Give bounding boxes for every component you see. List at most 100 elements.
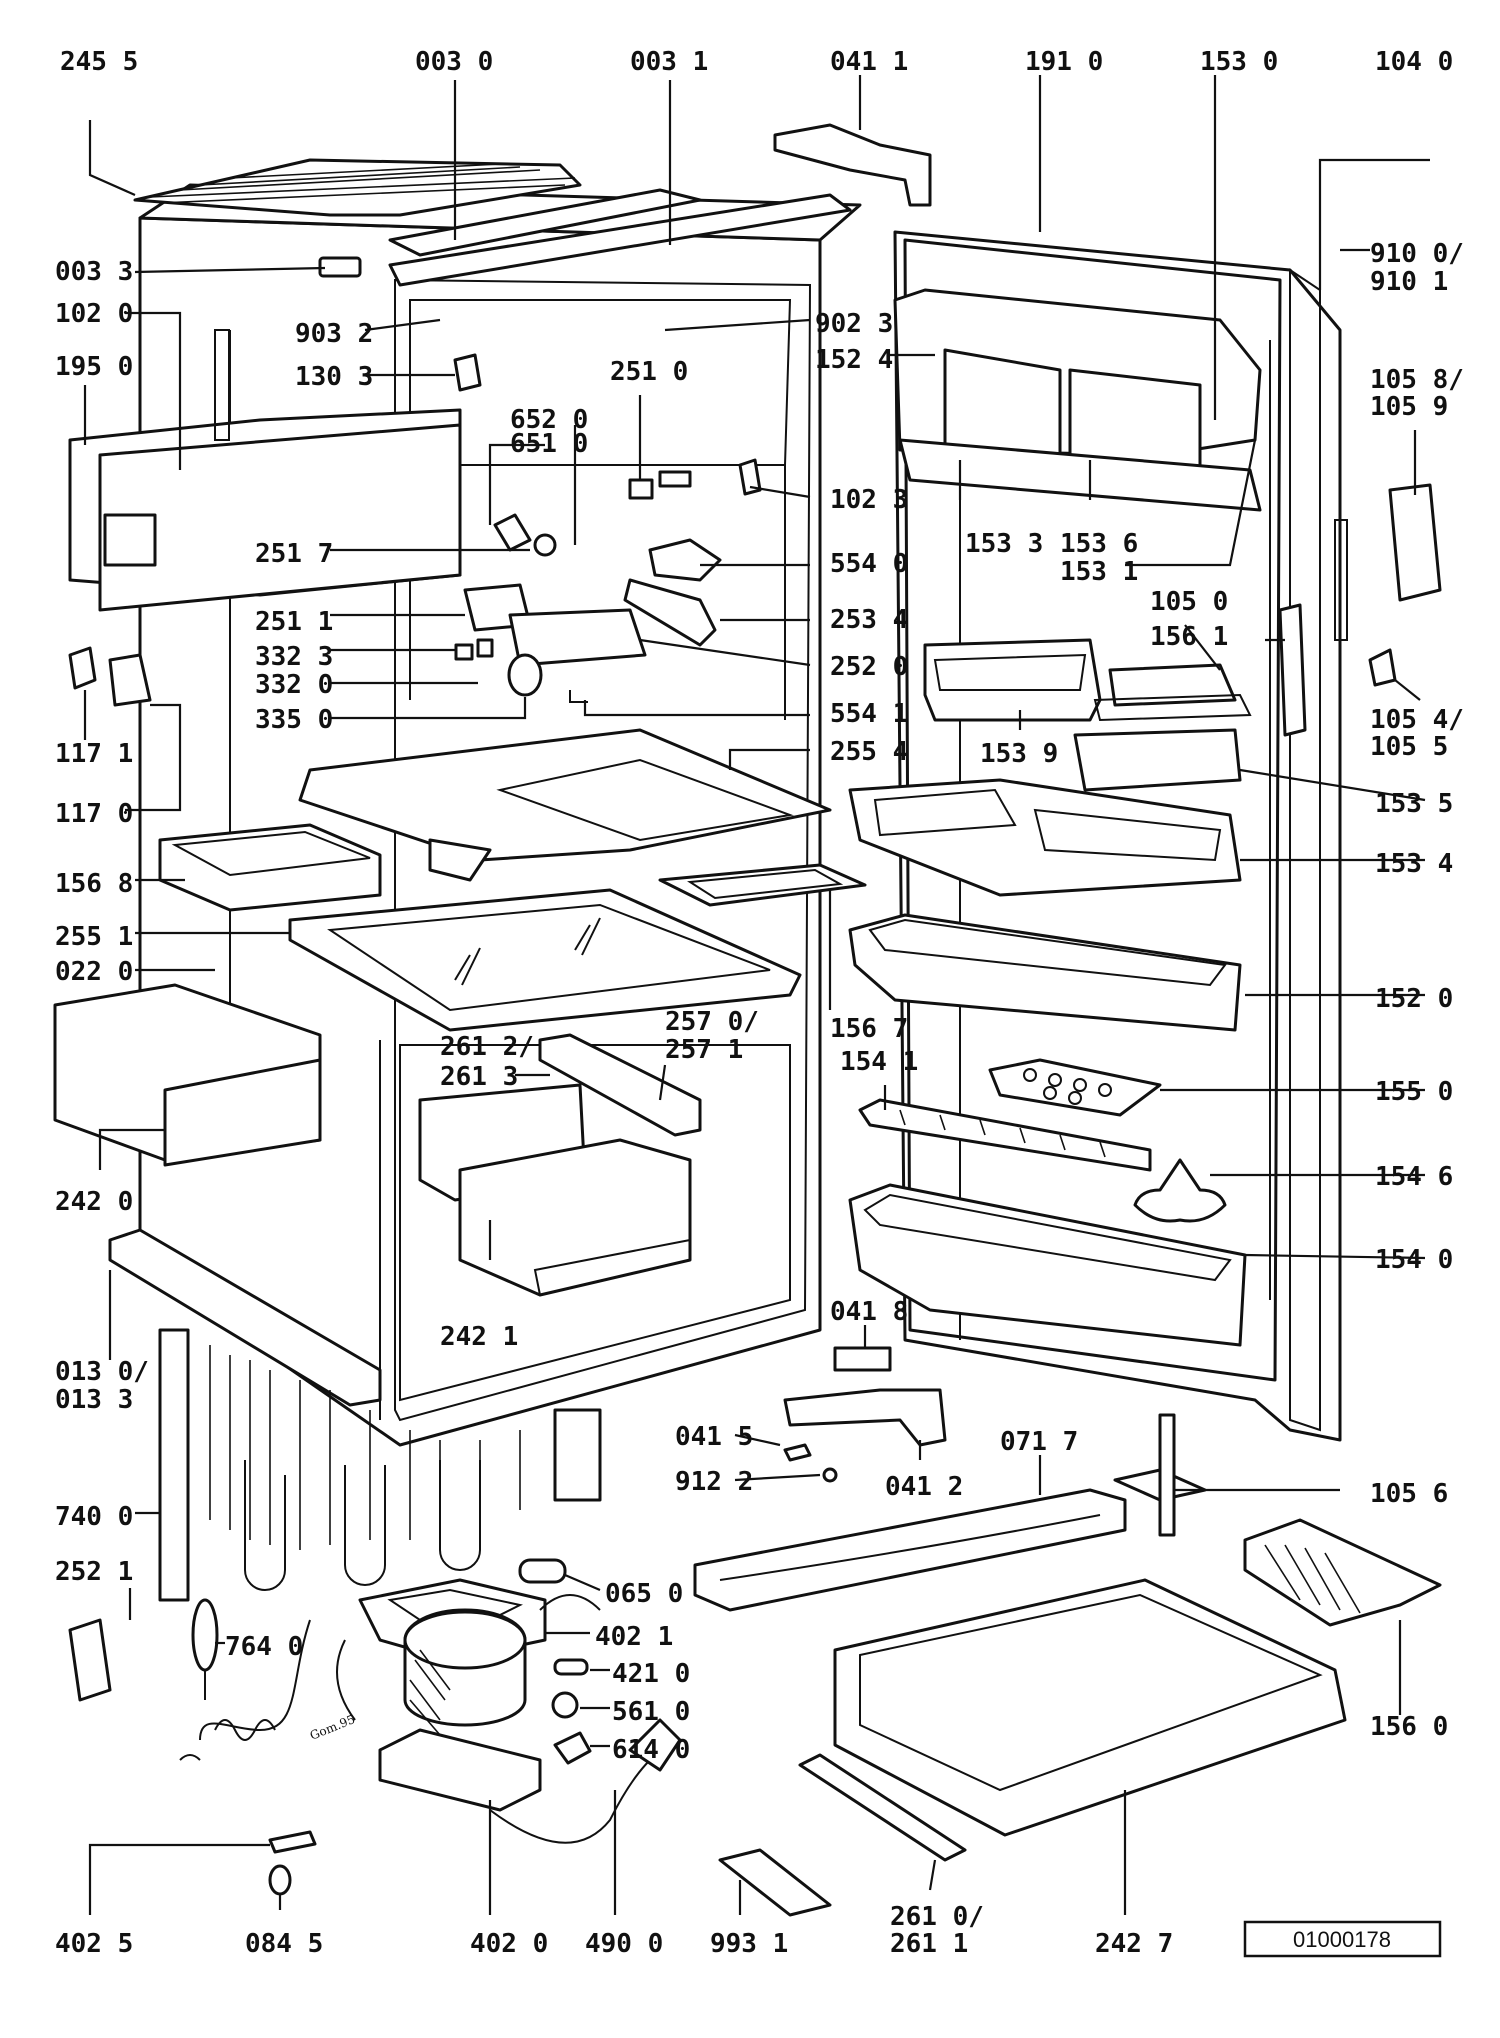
label-902-3: 902 3 bbox=[815, 309, 893, 339]
label-153-9: 153 9 bbox=[980, 739, 1058, 769]
label-153-4: 153 4 bbox=[1375, 849, 1453, 879]
shelf-255-4 bbox=[298, 728, 832, 882]
crisper-242-1 bbox=[418, 1083, 692, 1297]
label-335-0: 335 0 bbox=[255, 705, 333, 735]
label-261-0: 261 0/ bbox=[890, 1902, 984, 1932]
label-153-1: 153 1 bbox=[1060, 557, 1138, 587]
part-117-0 bbox=[108, 653, 152, 707]
label-257-1: 257 1 bbox=[665, 1035, 743, 1065]
part-614-0 bbox=[553, 1731, 592, 1765]
label-253-4: 253 4 bbox=[830, 605, 908, 635]
hinge-041-2 bbox=[783, 1388, 947, 1447]
label-252-0: 252 0 bbox=[830, 652, 908, 682]
part-084-5 bbox=[268, 1864, 292, 1896]
rail-261-0 bbox=[798, 1753, 967, 1862]
label-130-3: 130 3 bbox=[295, 362, 373, 392]
part-335-0 bbox=[507, 653, 543, 697]
label-153-5: 153 5 bbox=[1375, 789, 1453, 819]
label-255-4: 255 4 bbox=[830, 737, 908, 767]
label-154-1: 154 1 bbox=[840, 1047, 918, 1077]
part-003-3 bbox=[318, 256, 362, 278]
label-153-0: 153 0 bbox=[1200, 47, 1278, 77]
label-903-2: 903 2 bbox=[295, 319, 373, 349]
egg-tray-155-0 bbox=[988, 1058, 1162, 1117]
base-242-7 bbox=[833, 1578, 1347, 1837]
label-156-0: 156 0 bbox=[1370, 1712, 1448, 1742]
part-130-3 bbox=[453, 353, 482, 392]
door-shelf-153-4 bbox=[848, 778, 1242, 897]
label-261-2: 261 2/ bbox=[440, 1032, 534, 1062]
part-332-3 bbox=[454, 643, 474, 661]
top-plate-245-5 bbox=[133, 158, 582, 217]
label-013-0: 013 0/ bbox=[55, 1357, 149, 1387]
label-242-7: 242 7 bbox=[1095, 1929, 1173, 1959]
bottle-rail-154-1 bbox=[858, 1098, 1152, 1172]
hinge-105-4 bbox=[1368, 648, 1397, 687]
label-155-0: 155 0 bbox=[1375, 1077, 1453, 1107]
label-003-3: 003 3 bbox=[55, 257, 133, 287]
foot-post-105-6 bbox=[1158, 1413, 1176, 1537]
door-shelf-153-0 bbox=[893, 288, 1262, 512]
label-402-0: 402 0 bbox=[470, 1929, 548, 1959]
box-153-9 bbox=[923, 638, 1102, 722]
thermostat-bulb bbox=[191, 1598, 219, 1672]
label-003-0: 003 0 bbox=[415, 47, 493, 77]
label-104-0: 104 0 bbox=[1375, 47, 1453, 77]
label-156-8: 156 8 bbox=[55, 869, 133, 899]
label-910-1: 910 1 bbox=[1370, 267, 1448, 297]
label-561-0: 561 0 bbox=[612, 1697, 690, 1727]
label-242-0: 242 0 bbox=[55, 1187, 133, 1217]
bin-242-0 bbox=[53, 983, 322, 1167]
label-065-0: 065 0 bbox=[605, 1579, 683, 1609]
label-071-7: 071 7 bbox=[1000, 1427, 1078, 1457]
part-561-0 bbox=[551, 1691, 579, 1719]
label-651-0: 651 0 bbox=[510, 429, 588, 459]
knob-253-4 bbox=[623, 578, 717, 647]
glass-shelf-255-1 bbox=[288, 888, 802, 1032]
door-seal-105-0 bbox=[1278, 603, 1307, 737]
butter-cover-156-1 bbox=[1108, 663, 1237, 707]
part-065-0 bbox=[518, 1558, 567, 1584]
box-153-5 bbox=[1073, 728, 1242, 792]
label-910-0: 910 0/ bbox=[1370, 239, 1464, 269]
label-195-0: 195 0 bbox=[55, 352, 133, 382]
callout-labels: 245 5 003 0 003 1 041 1 191 0 153 0 104 … bbox=[55, 47, 1464, 1959]
label-041-1: 041 1 bbox=[830, 47, 908, 77]
label-003-1: 003 1 bbox=[630, 47, 708, 77]
label-191-0: 191 0 bbox=[1025, 47, 1103, 77]
part-421-0 bbox=[553, 1658, 589, 1676]
door-stop-105-8 bbox=[1388, 483, 1442, 602]
label-084-5: 084 5 bbox=[245, 1929, 323, 1959]
label-102-3: 102 3 bbox=[830, 485, 908, 515]
label-402-5: 402 5 bbox=[55, 1929, 133, 1959]
thermostat-554-0 bbox=[648, 538, 722, 582]
reference-box bbox=[1243, 1920, 1442, 1958]
hinge-pin-022-0 bbox=[214, 329, 230, 441]
label-105-4: 105 4/ bbox=[1370, 705, 1464, 735]
part-102-3 bbox=[738, 458, 762, 496]
label-117-0: 117 0 bbox=[55, 799, 133, 829]
part-117-1 bbox=[68, 646, 97, 690]
label-261-1: 261 1 bbox=[890, 1929, 968, 1959]
label-102-0: 102 0 bbox=[55, 299, 133, 329]
label-245-5: 245 5 bbox=[60, 47, 138, 77]
label-156-1: 156 1 bbox=[1150, 622, 1228, 652]
door-shelf-152-0 bbox=[848, 913, 1242, 1032]
label-257-0: 257 0/ bbox=[665, 1007, 759, 1037]
control-unit bbox=[453, 353, 762, 703]
label-242-1: 242 1 bbox=[440, 1322, 518, 1352]
label-153-3: 153 3 bbox=[965, 529, 1043, 559]
label-013-3: 013 3 bbox=[55, 1385, 133, 1415]
part-554-1 bbox=[569, 690, 588, 703]
label-153-6: 153 6 bbox=[1060, 529, 1138, 559]
label-251-7: 251 7 bbox=[255, 539, 333, 569]
label-041-5: 041 5 bbox=[675, 1422, 753, 1452]
label-912-2: 912 2 bbox=[675, 1467, 753, 1497]
signature-mark: Gom.95 bbox=[308, 1712, 357, 1743]
leader-lines bbox=[83, 75, 1430, 1915]
label-740-0: 740 0 bbox=[55, 1502, 133, 1532]
condenser-740-0 bbox=[158, 1328, 602, 1602]
label-332-0: 332 0 bbox=[255, 670, 333, 700]
reference-number: 01000178 bbox=[1293, 1927, 1391, 1952]
